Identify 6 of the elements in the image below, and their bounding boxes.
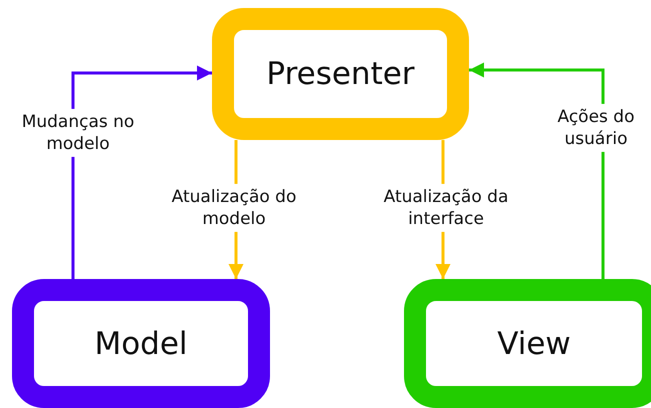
box-label: View [497, 326, 571, 362]
box-label: Presenter [266, 56, 415, 92]
process-box [212, 8, 469, 140]
process-box [12, 279, 270, 408]
box-label: Model [94, 326, 188, 362]
process-box [404, 279, 651, 408]
